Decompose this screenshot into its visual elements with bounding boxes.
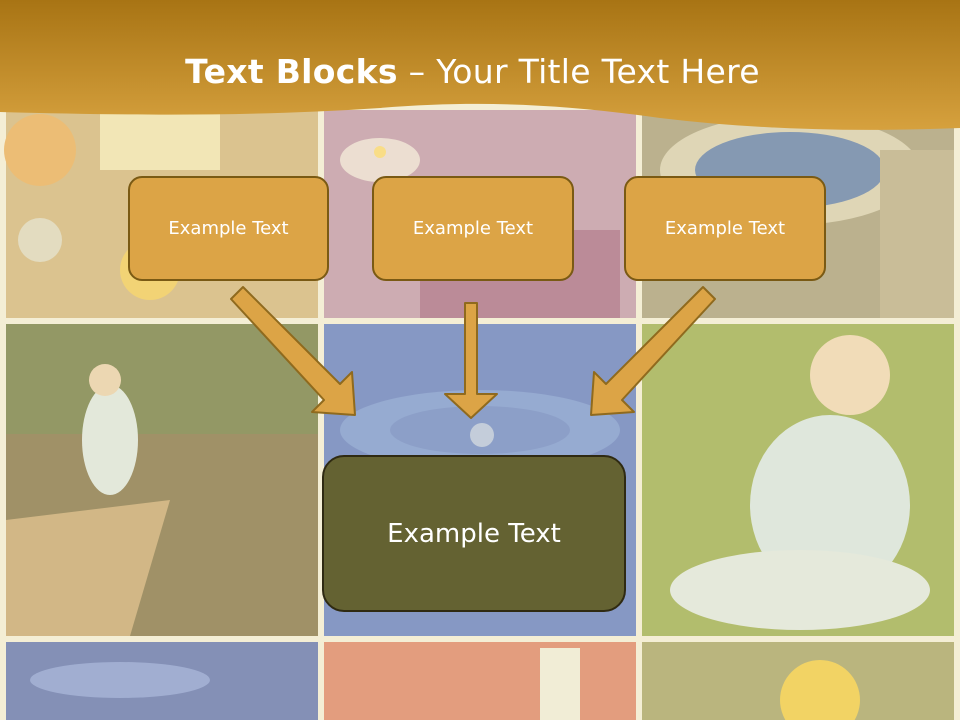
title-rest: Your Title Text Here bbox=[436, 52, 760, 91]
slide-title: Text Blocks – Your Title Text Here bbox=[0, 52, 945, 91]
yellow-flower-photo bbox=[642, 642, 954, 720]
center-arrow bbox=[444, 302, 498, 419]
spa-bottles-photo bbox=[324, 642, 636, 720]
header-banner bbox=[0, 0, 960, 130]
text-block-3[interactable]: Example Text bbox=[624, 176, 826, 281]
blue-water-photo bbox=[6, 642, 318, 720]
text-block-1-label: Example Text bbox=[168, 218, 289, 239]
target-text-block[interactable]: Example Text bbox=[322, 455, 626, 612]
right-arrow bbox=[590, 286, 716, 416]
left-arrow bbox=[230, 286, 356, 416]
grass-meditation-photo bbox=[642, 324, 954, 636]
text-block-3-label: Example Text bbox=[664, 218, 786, 239]
text-block-2[interactable]: Example Text bbox=[372, 176, 574, 281]
text-block-2-label: Example Text bbox=[412, 218, 534, 239]
title-bold: Text Blocks bbox=[185, 52, 398, 91]
text-block-1[interactable]: Example Text bbox=[128, 176, 329, 281]
title-dash: – bbox=[408, 52, 426, 91]
target-text-block-label: Example Text bbox=[387, 518, 561, 549]
pier-meditation-photo bbox=[6, 324, 318, 636]
